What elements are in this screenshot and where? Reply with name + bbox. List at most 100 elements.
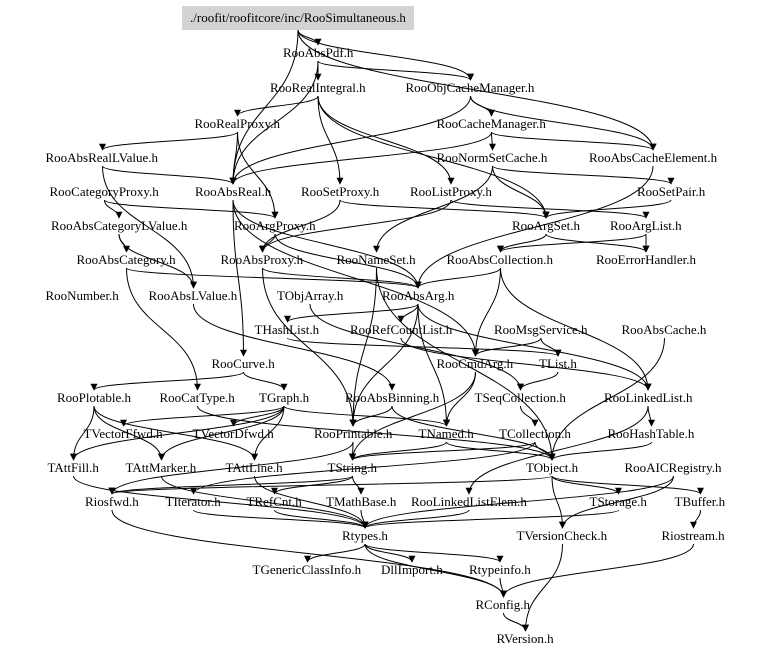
node-roo-abs-cache-element[interactable]: RooAbsCacheElement.h [589, 150, 718, 165]
node-tcollection[interactable]: TCollection.h [499, 426, 571, 441]
node-roo-abs-category-lvalue[interactable]: RooAbsCategoryLValue.h [51, 218, 188, 233]
node-roo-printable[interactable]: RooPrintable.h [314, 426, 393, 441]
root-file-node[interactable]: ./roofit/roofitcore/inc/RooSimultaneous.… [182, 6, 414, 30]
edge-RooArgSet-to-RooErrorHandler [545, 233, 650, 253]
edge-Rtypes-to-Rtypeinfo [364, 543, 504, 563]
node-riostream[interactable]: Riostream.h [661, 528, 725, 543]
edge-RooRealIntegral-to-RooRealProxy [234, 95, 319, 117]
edge-Rtypes-to-TGenericClassInfo [304, 543, 366, 563]
node-roo-abs-collection[interactable]: RooAbsCollection.h [446, 252, 554, 267]
node-roo-abs-lvalue[interactable]: RooAbsLValue.h [148, 288, 238, 303]
node-rversion[interactable]: RVersion.h [496, 631, 554, 646]
node-roo-abs-real[interactable]: RooAbsReal.h [195, 184, 272, 199]
node-roo-arg-set[interactable]: RooArgSet.h [512, 218, 581, 233]
node-tseq-collection[interactable]: TSeqCollection.h [474, 390, 566, 405]
edge-RooAbsArg-to-THashList [284, 303, 419, 323]
edge-RooAbsLValue-to-RooAbsBinning [193, 303, 396, 391]
node-roo-set-proxy[interactable]: RooSetProxy.h [301, 184, 380, 199]
edge-TList-to-TSeqCollection [517, 371, 559, 391]
node-tobj-array[interactable]: TObjArray.h [277, 288, 344, 303]
edge-RooAbsProxy-to-RooAbsArg [262, 267, 422, 289]
edge-RooAbsCache-to-TObject [548, 337, 665, 461]
node-roo-linked-list-elem[interactable]: RooLinkedListElem.h [411, 494, 527, 509]
edge-RooLinkedList-to-RooLinkedListElem [465, 405, 649, 495]
node-rtypes[interactable]: Rtypes.h [342, 528, 388, 543]
node-tstorage[interactable]: TStorage.h [589, 494, 647, 509]
edge-RooCmdArg-to-TNamed [443, 371, 476, 427]
node-roo-curve[interactable]: RooCurve.h [211, 356, 275, 371]
node-roo-linked-list[interactable]: RooLinkedList.h [604, 390, 693, 405]
node-roo-list-proxy[interactable]: RooListProxy.h [410, 184, 492, 199]
node-roo-hash-table[interactable]: RooHashTable.h [607, 426, 695, 441]
node-roo-abs-arg[interactable]: RooAbsArg.h [382, 288, 455, 303]
node-roo-norm-set-cache[interactable]: RooNormSetCache.h [436, 150, 548, 165]
edge-RooAbsRealLValue-to-RooAbsLValue [102, 165, 197, 289]
node-tobject[interactable]: TObject.h [526, 460, 579, 475]
node-tlist[interactable]: TList.h [539, 356, 577, 371]
edge-RooAbsProxy-to-RooPrintable [262, 267, 357, 427]
node-riosfwd[interactable]: Riosfwd.h [85, 494, 139, 509]
node-tvector-dfwd[interactable]: TVectorDfwd.h [192, 426, 274, 441]
node-roo-arg-list[interactable]: RooArgList.h [610, 218, 682, 233]
node-roo-ref-count-list[interactable]: RooRefCountList.h [350, 322, 453, 337]
node-roo-abs-category[interactable]: RooAbsCategory.h [76, 252, 176, 267]
edge-TGraph-to-TVectorDfwd [230, 405, 285, 427]
node-titerator[interactable]: TIterator.h [165, 494, 221, 509]
node-tbuffer[interactable]: TBuffer.h [674, 494, 726, 509]
node-roo-arg-proxy[interactable]: RooArgProxy.h [234, 218, 316, 233]
node-roo-abs-cache[interactable]: RooAbsCache.h [621, 322, 707, 337]
edge-RooObjCacheManager-to-RooAbsReal [229, 95, 471, 185]
node-roo-abs-proxy[interactable]: RooAbsProxy.h [220, 252, 304, 267]
edge-RooAbsCategoryLValue-to-RooAbsLValue [118, 233, 197, 289]
node-tatt-line[interactable]: TAttLine.h [225, 460, 283, 475]
node-roo-plotable[interactable]: RooPlotable.h [57, 390, 132, 405]
node-rtypeinfo[interactable]: Rtypeinfo.h [469, 562, 531, 577]
node-tgeneric-class-info[interactable]: TGenericClassInfo.h [252, 562, 362, 577]
edge-RooListProxy-to-RooAbsProxy [259, 199, 452, 253]
node-tvector-ffwd[interactable]: TVectorFfwd.h [83, 426, 163, 441]
edge-RooAbsArg-to-TNamed [417, 303, 450, 427]
node-tgraph[interactable]: TGraph.h [259, 390, 310, 405]
node-roo-real-proxy[interactable]: RooRealProxy.h [194, 116, 280, 131]
node-roo-category-proxy[interactable]: RooCategoryProxy.h [49, 184, 159, 199]
node-roo-obj-cache-manager[interactable]: RooObjCacheManager.h [405, 80, 535, 95]
node-roo-real-integral[interactable]: RooRealIntegral.h [270, 80, 366, 95]
edge-RooRefCountList-to-RooLinkedList [400, 337, 652, 391]
node-roo-msg-service[interactable]: RooMsgService.h [494, 322, 588, 337]
edge-RooCurve-to-TGraph [243, 371, 288, 391]
edge-TString-to-Riosfwd [108, 475, 353, 495]
edge-RConfig-to-RVersion [503, 612, 529, 632]
edge-TString-to-TMathBase [352, 475, 365, 495]
node-roo-abs-pdf[interactable]: RooAbsPdf.h [283, 45, 354, 60]
node-tatt-fill[interactable]: TAttFill.h [47, 460, 99, 475]
node-roo-name-set[interactable]: RooNameSet.h [336, 252, 416, 267]
node-rconfig[interactable]: RConfig.h [475, 597, 531, 612]
edge-RooRealProxy-to-RooArgProxy [237, 131, 279, 219]
node-roo-cmd-arg[interactable]: RooCmdArg.h [436, 356, 514, 371]
node-roo-cat-type[interactable]: RooCatType.h [159, 390, 235, 405]
node-roo-number[interactable]: RooNumber.h [45, 288, 119, 303]
edge-root-to-RooAbsReal [229, 29, 299, 185]
node-roo-abs-binning[interactable]: RooAbsBinning.h [345, 390, 440, 405]
node-roo-abs-real-lvalue[interactable]: RooAbsRealLValue.h [45, 150, 159, 165]
node-roo-set-pair[interactable]: RooSetPair.h [637, 184, 706, 199]
edge-RooSetPair-to-RooArgSet [542, 199, 672, 219]
edge-TObject-to-TBuffer [551, 475, 704, 495]
edge-RooNormSetCache-to-RooSetPair [492, 165, 675, 185]
edge-RooListProxy-to-RooArgList [450, 199, 650, 219]
node-tstring[interactable]: TString.h [327, 460, 377, 475]
node-tversion-check[interactable]: TVersionCheck.h [516, 528, 608, 543]
node-tnamed[interactable]: TNamed.h [418, 426, 474, 441]
node-tmath-base[interactable]: TMathBase.h [326, 494, 397, 509]
edge-TObject-to-Riosfwd [108, 475, 553, 495]
node-roo-aicregistry[interactable]: RooAICRegistry.h [624, 460, 722, 475]
edge-RooAbsPdf-to-RooObjCacheManager [317, 60, 474, 81]
node-roo-error-handler[interactable]: RooErrorHandler.h [596, 252, 697, 267]
node-thash-list[interactable]: THashList.h [254, 322, 320, 337]
node-tref-cnt[interactable]: TRefCnt.h [246, 494, 302, 509]
node-tatt-marker[interactable]: TAttMarker.h [125, 460, 197, 475]
node-dll-import[interactable]: DllImport.h [381, 562, 443, 577]
node-roo-cache-manager[interactable]: RooCacheManager.h [436, 116, 546, 131]
edge-RooLinkedList-to-RooHashTable [647, 405, 655, 427]
